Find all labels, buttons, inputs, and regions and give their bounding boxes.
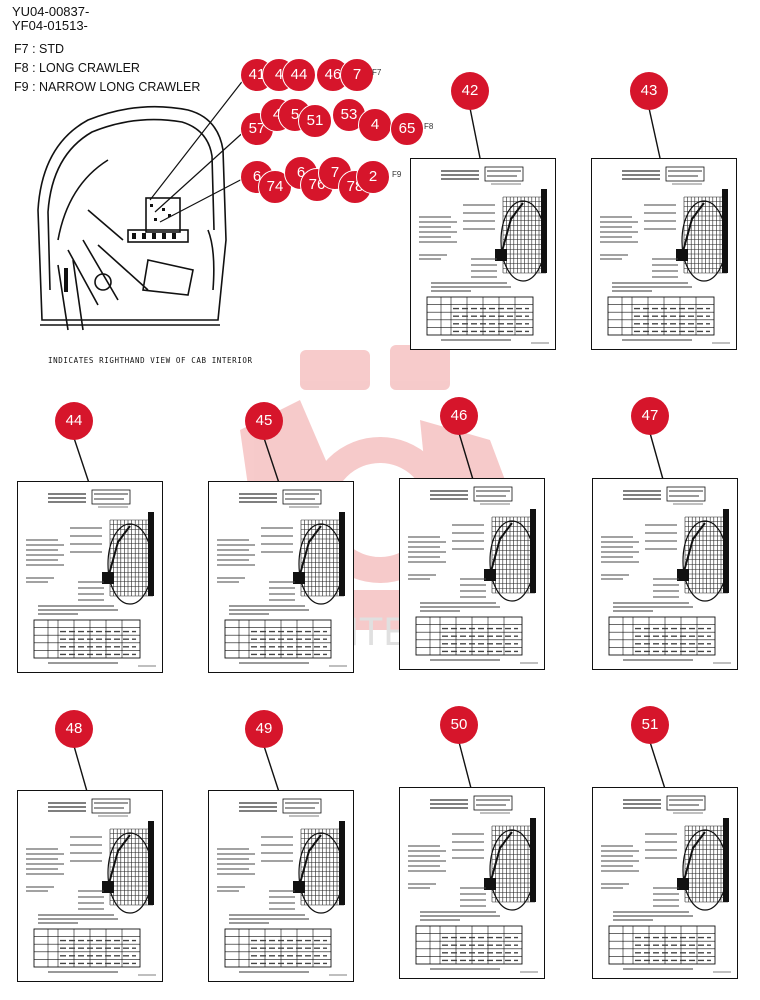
capacity-plate bbox=[399, 478, 545, 670]
legend-item-f9: F9 : NARROW LONG CRAWLER bbox=[14, 80, 201, 94]
capacity-plate bbox=[591, 158, 737, 350]
plate-badge: 43 bbox=[630, 72, 668, 110]
capacity-plate bbox=[592, 787, 738, 979]
document-code-2: YF04-01513- bbox=[12, 18, 88, 33]
callout-group-suffix: F9 bbox=[392, 170, 402, 179]
callout-bubble: 65 bbox=[390, 112, 424, 146]
document-code-1: YU04-00837- bbox=[12, 4, 90, 19]
capacity-plate bbox=[17, 790, 163, 982]
capacity-plate bbox=[399, 787, 545, 979]
plate-badge: 44 bbox=[55, 402, 93, 440]
plate-badge: 48 bbox=[55, 710, 93, 748]
callout-group-suffix: F7 bbox=[372, 68, 382, 77]
legend: F7 : STD F8 : LONG CRAWLER F9 : NARROW L… bbox=[14, 40, 200, 97]
plate-badge: 45 bbox=[245, 402, 283, 440]
plate-badge: 47 bbox=[631, 397, 669, 435]
cab-interior-drawing bbox=[37, 105, 227, 331]
callout-bubble: 4 bbox=[358, 108, 392, 142]
legend-item-f8: F8 : LONG CRAWLER bbox=[14, 61, 140, 75]
callout-bubble: 2 bbox=[356, 160, 390, 194]
capacity-plate bbox=[17, 481, 163, 673]
plate-badge: 46 bbox=[440, 397, 478, 435]
caption: INDICATES RIGHTHAND VIEW OF CAB INTERIOR bbox=[48, 356, 253, 365]
capacity-plate bbox=[592, 478, 738, 670]
capacity-plate bbox=[208, 481, 354, 673]
plate-badge: 50 bbox=[440, 706, 478, 744]
legend-item-f7: F7 : STD bbox=[14, 42, 65, 56]
capacity-plate bbox=[208, 790, 354, 982]
callout-bubble: 7 bbox=[340, 58, 374, 92]
plate-badge: 42 bbox=[451, 72, 489, 110]
plate-badge: 51 bbox=[631, 706, 669, 744]
plate-badge: 49 bbox=[245, 710, 283, 748]
callout-bubble: 44 bbox=[282, 58, 316, 92]
callout-group-suffix: F8 bbox=[424, 122, 434, 131]
capacity-plate bbox=[410, 158, 556, 350]
callout-bubble: 51 bbox=[298, 104, 332, 138]
